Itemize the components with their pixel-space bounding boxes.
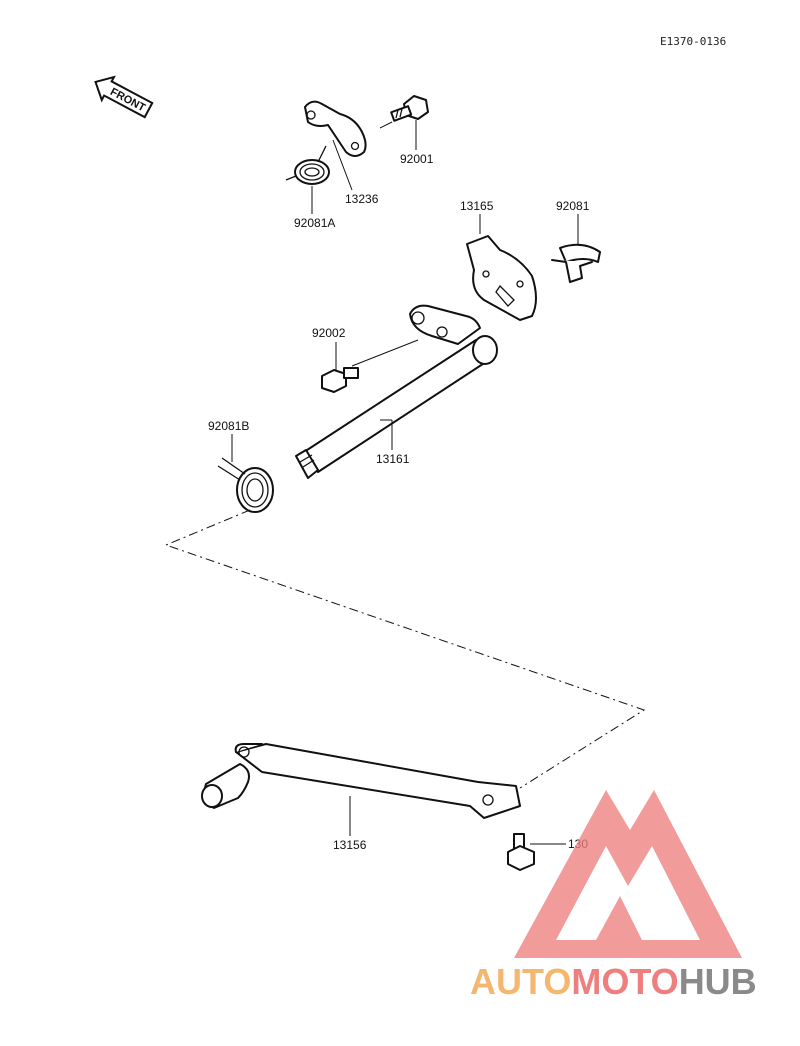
label-92081a: 92081A	[294, 216, 335, 230]
stud-92002	[321, 367, 359, 393]
leader-dash-92002	[351, 339, 419, 367]
leader-13236	[332, 139, 353, 191]
bolt-130	[507, 833, 535, 871]
plate-13236	[304, 100, 367, 157]
assembly-line	[164, 509, 646, 789]
label-13156: 13156	[333, 838, 367, 852]
clip-92081	[551, 243, 601, 283]
label-13165: 13165	[460, 199, 494, 213]
watermark-hub: HUB	[679, 961, 757, 1002]
diagram-code: E1370-0136	[660, 35, 726, 48]
label-92002: 92002	[312, 326, 346, 340]
label-92081b: 92081B	[208, 419, 249, 433]
bolt-92001	[390, 95, 429, 122]
watermark-moto: MOTO	[571, 961, 678, 1002]
front-arrow-icon: FRONT	[94, 75, 154, 119]
watermark-auto: AUTO	[470, 961, 571, 1002]
label-13236: 13236	[345, 192, 379, 206]
spring-92081b	[217, 457, 274, 513]
leader-dash-92001	[379, 121, 393, 129]
pedal-13156	[201, 743, 521, 819]
watermark-logo-icon	[514, 790, 742, 958]
label-92081: 92081	[556, 199, 590, 213]
watermark-text: AUTOMOTOHUB	[470, 961, 757, 1002]
plate-13165	[466, 235, 537, 321]
shaft-13161	[295, 304, 498, 479]
label-92001: 92001	[400, 152, 434, 166]
label-13161: 13161	[376, 452, 410, 466]
spring-92081a	[285, 145, 330, 185]
